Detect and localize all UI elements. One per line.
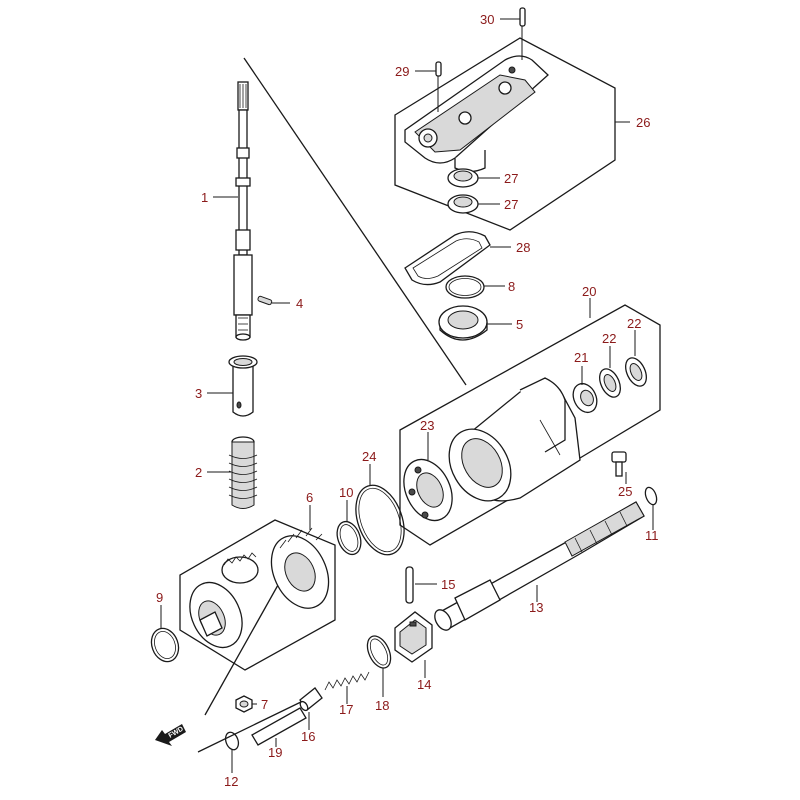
callout-23: 23 — [420, 418, 434, 433]
callout-22a: 22 — [602, 331, 616, 346]
oil-seal-27a-part — [447, 168, 479, 188]
callout-leaders — [160, 18, 654, 773]
callout-5: 5 — [516, 317, 523, 332]
bearing-housing-part — [448, 377, 581, 502]
group-guide-gear-b — [197, 699, 306, 753]
driveshaft-part — [233, 81, 253, 341]
pin-29-part — [435, 61, 442, 77]
propeller-shaft-part — [434, 501, 645, 631]
shift-slider-part — [299, 687, 323, 712]
nut-7-part — [235, 695, 253, 713]
washer-22a-part — [599, 368, 621, 398]
callout-3: 3 — [195, 386, 202, 401]
group-guide-line — [243, 57, 467, 386]
group-frame-26 — [394, 37, 616, 231]
bearing-23-part — [403, 458, 453, 522]
callout-1: 1 — [201, 190, 208, 205]
clutch-dog-part — [394, 611, 433, 663]
pump-case-plate-part — [404, 55, 549, 173]
bearing-5-part — [438, 305, 488, 341]
gear-set-part — [189, 527, 330, 649]
o-ring-24-part — [355, 484, 405, 556]
callout-26: 26 — [636, 115, 650, 130]
pin-15-part — [405, 566, 414, 604]
callout-4: 4 — [296, 296, 303, 311]
group-frame-20 — [399, 304, 661, 546]
callout-6: 6 — [306, 490, 313, 505]
o-ring-8-part — [445, 275, 485, 299]
callout-15: 15 — [441, 577, 455, 592]
callout-29: 29 — [395, 64, 409, 79]
callout-19: 19 — [268, 745, 282, 760]
callout-27a: 27 — [504, 171, 518, 186]
bellows-part — [228, 436, 258, 509]
callout-11: 11 — [645, 528, 659, 543]
group-guide-gear-a — [204, 584, 279, 716]
spring-ring-18-part — [366, 635, 392, 669]
gasket-part — [404, 231, 491, 286]
callout-21: 21 — [574, 350, 588, 365]
washer-12-part — [224, 731, 240, 751]
pin-30-part — [519, 7, 526, 27]
callout-14: 14 — [417, 677, 431, 692]
callout-30: 30 — [480, 12, 494, 27]
shim-9-part — [150, 627, 180, 663]
washer-22b-part — [625, 357, 647, 387]
callout-28: 28 — [516, 240, 530, 255]
o-ring-10-part — [336, 520, 362, 556]
forward-direction-icon: FWD — [155, 724, 186, 746]
callout-20: 20 — [582, 284, 596, 299]
callout-labels: 1 2 3 4 5 6 7 8 9 10 11 12 13 14 15 16 1… — [156, 12, 659, 789]
callout-7: 7 — [261, 697, 268, 712]
callout-8: 8 — [508, 279, 515, 294]
circlip-11-part — [644, 486, 658, 506]
callout-22b: 22 — [627, 316, 641, 331]
sleeve-part — [228, 355, 258, 417]
oil-seal-27b-part — [447, 194, 479, 214]
callout-2: 2 — [195, 465, 202, 480]
callout-10: 10 — [339, 485, 353, 500]
callout-16: 16 — [301, 729, 315, 744]
callout-12: 12 — [224, 774, 238, 789]
callout-9: 9 — [156, 590, 163, 605]
spring-17-part — [324, 671, 370, 691]
needle-bearing-21-part — [572, 382, 598, 414]
shaft-19-part — [251, 707, 307, 746]
pin-part — [257, 295, 273, 306]
callout-24: 24 — [362, 449, 376, 464]
callout-17: 17 — [339, 702, 353, 717]
callout-25: 25 — [618, 484, 632, 499]
callout-13: 13 — [529, 600, 543, 615]
callout-27b: 27 — [504, 197, 518, 212]
callout-18: 18 — [375, 698, 389, 713]
group-frame-6 — [179, 519, 336, 671]
bolt-25-part — [611, 451, 627, 477]
